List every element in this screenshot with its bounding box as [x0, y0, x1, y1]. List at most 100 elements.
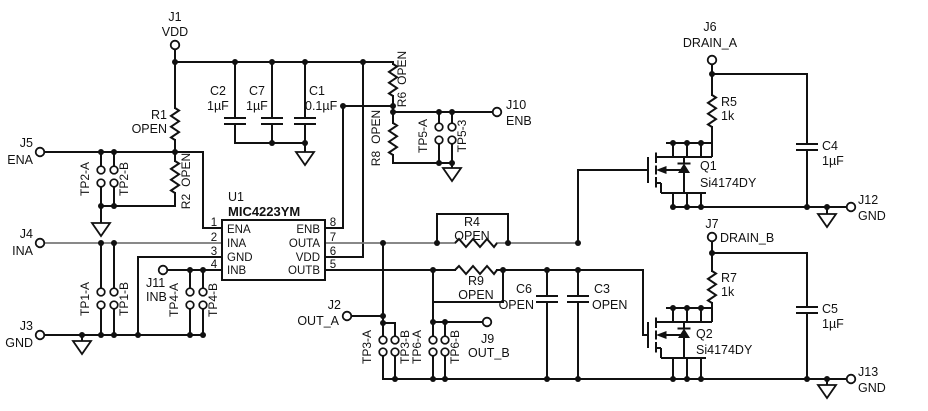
gnd-icon: [71, 340, 93, 356]
label-J13-net: GND: [858, 381, 886, 395]
gnd-icon: [294, 151, 316, 167]
label-C4-value: 1µF: [822, 154, 844, 168]
label-R4-value: OPEN: [454, 229, 489, 243]
mosfet-Q2: [647, 307, 713, 379]
capacitor-C2: [224, 117, 246, 125]
ic-body-U1: [221, 219, 326, 281]
label-R4-ref: R4: [464, 215, 480, 229]
label-R7-value: 1k: [721, 285, 735, 299]
resistor-R2: [169, 160, 181, 194]
label-R5-ref: R5: [721, 95, 737, 109]
capacitor-C5: [796, 306, 818, 314]
label-R7-ref: R7: [721, 271, 737, 285]
label-R5-value: 1k: [721, 109, 735, 123]
pin-name-7: OUTA: [289, 238, 320, 250]
label-TP4B: TP4-B: [206, 283, 220, 317]
label-TP2A: TP2-A: [78, 162, 92, 196]
ground-symbols: [71, 151, 838, 400]
label-TP6A: TP6-A: [410, 330, 424, 364]
pin-name-4: INB: [227, 265, 247, 277]
junction-dots: [79, 59, 830, 382]
resistor-R6: [387, 63, 399, 97]
pin-name-5: OUTB: [288, 265, 320, 277]
resistor-symbols: [169, 63, 718, 304]
label-R8: R8OPEN: [369, 110, 383, 166]
connector-circle-J4: [34, 237, 46, 249]
arrow-icon: [656, 331, 667, 339]
label-C2-value: 1µF: [207, 99, 229, 113]
label-J4-net: INA: [12, 244, 34, 258]
label-J11-ref: J11: [146, 276, 165, 290]
capacitor-C3: [567, 295, 589, 303]
wires-black: [43, 48, 848, 386]
connector-circle-J1: [169, 39, 181, 51]
pin-num-1: 1: [211, 217, 217, 229]
pin-name-8: ENB: [296, 224, 320, 236]
pin-num-3: 3: [211, 246, 217, 258]
capacitor-C4: [796, 143, 818, 151]
pin-num-8: 8: [330, 217, 336, 229]
connector-circle-J10: [491, 106, 503, 118]
pin-num-6: 6: [330, 246, 336, 258]
label-TP3A: TP3-A: [360, 330, 374, 364]
gnd-icon: [816, 213, 838, 229]
capacitor-C6: [536, 295, 558, 303]
label-J5-ref: J5: [20, 136, 33, 150]
connector-circle-J2: [341, 310, 353, 322]
pin-name-6: VDD: [296, 252, 320, 264]
label-Q2-part: Si4174DY: [696, 343, 753, 357]
capacitor-C7: [261, 117, 283, 125]
label-C7-ref: C7: [249, 84, 265, 98]
label-J7-net: DRAIN_B: [720, 231, 774, 245]
label-J7-ref: J7: [705, 217, 718, 231]
label-Q2-ref: Q2: [696, 327, 713, 341]
labels: J1 VDD J5 ENA J4 INA J3 GND J11 INB J10 …: [5, 10, 886, 395]
resistor-R9: [454, 264, 498, 276]
label-R9-value: OPEN: [458, 288, 493, 302]
pin-num-5: 5: [330, 259, 336, 271]
connector-circle-J12: [845, 201, 857, 213]
pin-name-2: INA: [227, 238, 247, 250]
label-TP4A: TP4-A: [167, 283, 181, 317]
label-J5-net: ENA: [7, 153, 33, 167]
gnd-icon: [90, 222, 112, 238]
connector-circle-J9: [481, 316, 493, 328]
label-R1-ref: R1: [151, 108, 167, 122]
label-J13-ref: J13: [858, 365, 878, 379]
label-C1-value: 0.1µF: [305, 99, 338, 113]
label-J2-net: OUT_A: [297, 314, 339, 328]
resistor-R1: [169, 107, 181, 141]
arrow-icon: [656, 166, 667, 174]
pin-name-1: ENA: [227, 224, 251, 236]
label-U1-ref: U1: [228, 190, 244, 204]
pin-num-7: 7: [330, 232, 336, 244]
label-J3-ref: J3: [20, 319, 33, 333]
resistor-R5: [706, 94, 718, 128]
label-U1-part: MIC4223YM: [228, 204, 300, 219]
label-C6-value: OPEN: [499, 298, 534, 312]
label-J11-net: INB: [146, 290, 167, 304]
pin-name-3: GND: [227, 252, 253, 264]
connector-circle-J6: [706, 54, 718, 66]
label-C6-ref: C6: [516, 282, 532, 296]
label-J3-net: GND: [5, 336, 33, 350]
label-J12-ref: J12: [858, 193, 878, 207]
mosfet-Q1: [647, 142, 713, 207]
label-TP1A: TP1-A: [78, 282, 92, 316]
label-J1-ref: J1: [168, 10, 181, 24]
label-TP6B: TP6-B: [448, 330, 462, 364]
label-C3-ref: C3: [594, 282, 610, 296]
capacitor-C1: [294, 117, 316, 125]
label-J10-ref: J10: [506, 98, 526, 112]
label-Q1-ref: Q1: [700, 159, 717, 173]
connector-circle-J3: [34, 329, 46, 341]
label-J4-ref: J4: [20, 227, 33, 241]
connector-pins: [34, 39, 857, 385]
label-J12-net: GND: [858, 209, 886, 223]
connector-circle-J13: [845, 373, 857, 385]
label-Q1-part: Si4174DY: [700, 176, 757, 190]
body-diode-icon: [678, 163, 690, 173]
label-TP53: TP5-3: [455, 119, 469, 152]
